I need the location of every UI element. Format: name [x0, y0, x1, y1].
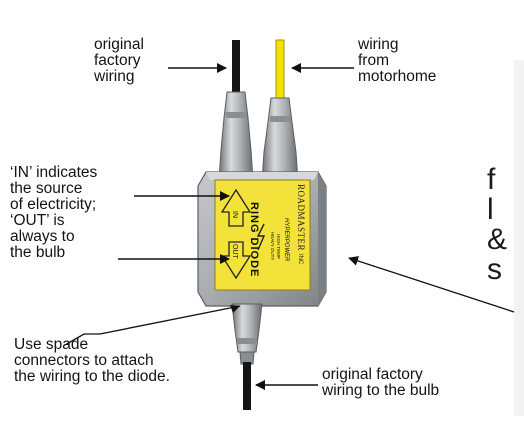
side-text-fragment: f l & s — [487, 163, 508, 286]
diode-brand-suffix: INC — [297, 254, 303, 265]
callout-wiring-from-motorhome: wiring from motorhome — [358, 36, 437, 85]
pointer-side-callout — [348, 256, 515, 313]
lightning-icon — [256, 223, 266, 251]
pointer-spade-connectors — [64, 305, 241, 346]
diode-hyperpower: HYPERPOWER — [283, 218, 289, 262]
diode-product-name: RING DIODE — [248, 202, 260, 278]
spade-connector-right — [261, 97, 299, 183]
black-wire-top — [232, 40, 240, 96]
diode-rating: HEAVY DUTY — [270, 232, 275, 261]
yellow-wire-top — [275, 39, 285, 101]
background-panel — [514, 60, 524, 416]
diode-label — [214, 179, 311, 291]
diode-out-label: OUT — [231, 244, 238, 259]
callout-factory-wiring-to-bulb: original factory wiring to the bulb — [322, 366, 440, 399]
diode-in-label: IN — [231, 211, 238, 218]
spade-connector-bottom — [231, 303, 263, 365]
spade-connector-left — [218, 91, 254, 181]
diode-rating-2: HIGH TEMP — [276, 234, 281, 259]
callout-in-out-explanation: ‘IN’ indicates the source of electricity… — [10, 164, 98, 261]
in-arrow-icon — [220, 188, 252, 227]
callout-spade-connectors: Use spade connectors to attach the wirin… — [14, 336, 170, 385]
black-wire-bottom — [243, 362, 251, 410]
callout-original-factory-wiring: original factory wiring — [94, 36, 144, 85]
out-arrow-icon — [220, 241, 252, 280]
diode-brand: ROADMASTER — [296, 184, 306, 252]
